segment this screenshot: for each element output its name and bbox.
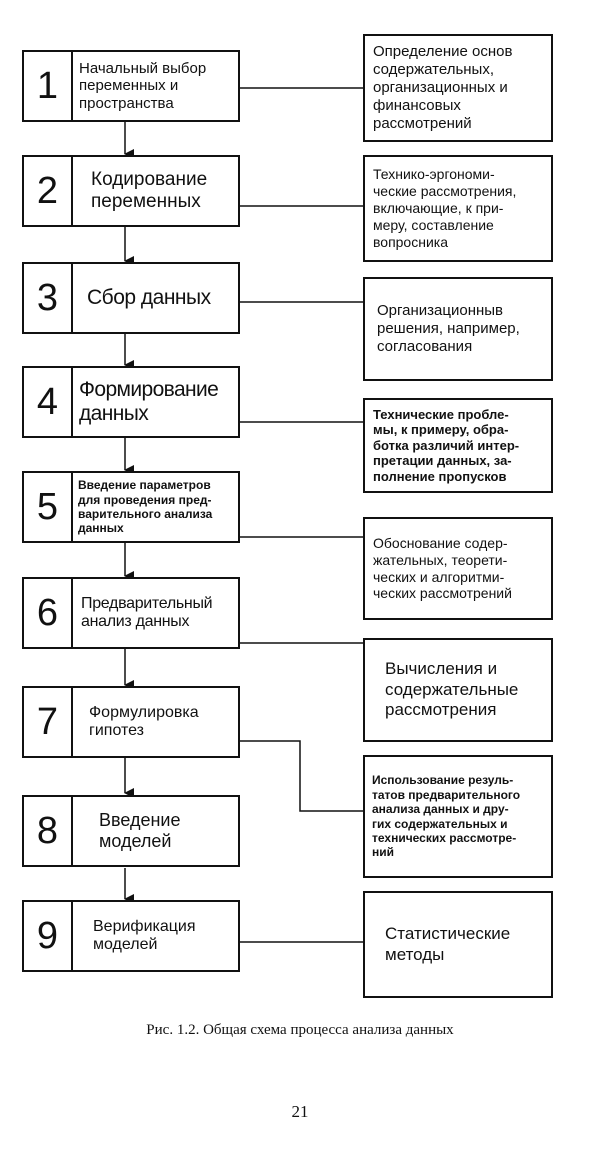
step-9: 9 Верификация моделей [22, 900, 240, 972]
note-2: Технико-эргономи- ческие рассмотрения, в… [363, 155, 553, 262]
step-number: 3 [24, 264, 73, 332]
step-label: Кодирование переменных [91, 169, 208, 212]
step-7: 7 Формулировка гипотез [22, 686, 240, 758]
step-8: 8 Введение моделей [22, 795, 240, 867]
step-1: 1 Начальный выбор переменных и пространс… [22, 50, 240, 122]
step-label: Формирование данных [79, 377, 219, 425]
note-7: Использование резуль- татов предваритель… [363, 755, 553, 878]
step-number: 9 [24, 902, 73, 970]
step-3: 3 Сбор данных [22, 262, 240, 334]
note-6: Вычисления и содержательные рассмотрения [363, 638, 553, 742]
step-label: Формулировка гипотез [89, 703, 199, 739]
step-label: Сбор данных [87, 285, 211, 309]
step-number: 1 [24, 52, 73, 120]
step-number: 5 [24, 473, 73, 541]
step-label: Начальный выбор переменных и пространств… [79, 60, 207, 112]
step-label: Предварительный анализ данных [81, 594, 213, 630]
step-label: Верификация моделей [93, 917, 196, 953]
step-6: 6 Предварительный анализ данных [22, 577, 240, 649]
note-3: Организационныв решения, например, согла… [363, 277, 553, 381]
note-4: Технические пробле- мы, к примеру, обра-… [363, 398, 553, 493]
figure-caption: Рис. 1.2. Общая схема процесса анализа д… [146, 1022, 454, 1038]
step-number: 8 [24, 797, 73, 865]
page-number: 21 [291, 1102, 309, 1121]
step-number: 7 [24, 688, 73, 756]
link-7 [240, 740, 363, 812]
step-4: 4 Формирование данных [22, 366, 240, 438]
step-label: Введение параметров для проведения пред-… [78, 478, 213, 536]
step-number: 6 [24, 579, 73, 647]
step-number: 2 [24, 157, 73, 225]
step-5: 5 Введение параметров для проведения пре… [22, 471, 240, 543]
note-1: Определение основ содержательных, органи… [363, 34, 553, 142]
step-label: Введение моделей [99, 810, 181, 851]
note-5: Обоснование содер- жательных, теорети- ч… [363, 517, 553, 620]
step-2: 2 Кодирование переменных [22, 155, 240, 227]
note-8: Статистические методы [363, 891, 553, 998]
step-number: 4 [24, 368, 73, 436]
